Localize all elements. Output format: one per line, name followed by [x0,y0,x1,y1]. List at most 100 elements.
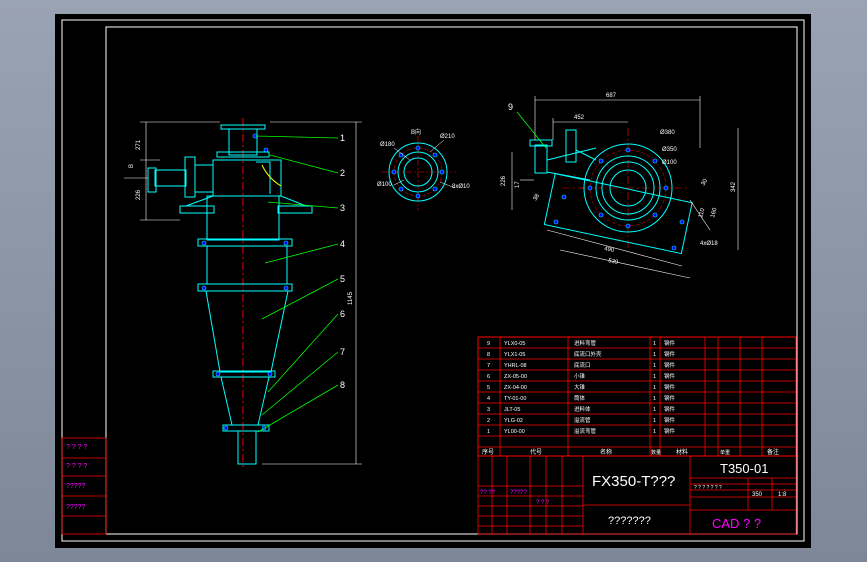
sig-left: ?? ?? [480,490,496,496]
parts-cell-qty: 1 [653,363,656,369]
drawing-number: T350-01 [720,461,768,476]
sig-right: ? ? ? [536,500,550,506]
parts-cell-no: 7 [487,363,490,369]
balloon-4[interactable]: 4 [340,239,345,249]
parts-cell-name: 筒体 [574,394,586,402]
parts-cell-qty: 1 [653,374,656,380]
parts-cell-qty: 1 [653,341,656,347]
flange-outer-dia: Ø210 [440,134,455,140]
parts-cell-mat: 钢件 [664,361,676,369]
parts-cell-mat: 钢件 [664,350,676,358]
parts-cell-name: 进料体 [574,405,591,413]
parts-cell-mat: 钢件 [664,383,676,391]
flange-view [382,136,456,210]
flange-inner-dia: Ø100 [377,182,392,188]
balloon-8[interactable]: 8 [340,380,345,390]
dim-middle-height: 226 [136,189,142,200]
parts-cell-mat: 钢件 [664,405,676,413]
plan-balloon-9[interactable]: 9 [508,102,513,112]
parts-cell-no: 3 [487,407,490,413]
title-block-text: FX350-T??? T350-01 ??????? CAD ? ? ? ? ?… [480,461,787,531]
drawing-title: FX350-T??? [592,473,675,490]
hdr-code: 代号 [530,448,542,456]
parts-cell-no: 4 [487,396,490,402]
parts-cell-name: 底流口外壳 [574,350,602,358]
sig-mid: ????? [510,490,527,496]
parts-cell-mat: 钢件 [664,339,676,347]
side-row-3: ????? [66,483,86,490]
title-block [477,455,797,535]
parts-table: 9 YLX0-05 进料弯管 1 钢件 8 YLX1-05 底流口外壳 1 钢件 7 YHRL-08 底… [477,336,797,457]
parts-cell-code: YL00-00 [504,429,525,435]
plan-inlet-offset: 452 [574,115,585,121]
plan-bottom1: 490 [604,246,616,254]
flange-labels: B向 Ø180 Ø210 Ø100 8xØ10 [377,128,470,190]
sheet-border-outer [61,19,805,542]
balloon-2[interactable]: 2 [340,168,345,178]
elevation-dimensions [124,121,362,465]
plan-left1: 226 [501,175,507,186]
cad-label: CAD ? ? [712,516,761,531]
plan-bottom2: 539 [608,258,620,266]
parts-cell-code: YLX1-05 [504,352,525,358]
parts-cell-name: 溢流弯管 [574,427,597,435]
plan-view [511,96,739,279]
plan-right2: 110 [698,207,706,218]
parts-cell-qty: 1 [653,407,656,413]
balloon-5[interactable]: 5 [340,274,345,284]
sheet-border-inner [105,26,798,535]
parts-cell-no: 8 [487,352,490,358]
hdr-mat: 材料 [676,448,688,456]
parts-cell-qty: 1 [653,418,656,424]
elevation-view [147,118,313,470]
dim-total-height: 1145 [348,291,354,305]
parts-cell-mat: 钢件 [664,394,676,402]
parts-cell-code: YHRL-08 [504,363,527,369]
elevation-bolts [201,133,289,431]
parts-cell-name: 进料弯管 [574,339,597,347]
mark-row: ? ? ? ? ? ? ? [694,485,722,491]
part-scale: 1:8 [778,492,787,498]
side-row-2: ? ? ? ? [66,463,88,470]
plan-right3: 160 [710,207,719,219]
parts-cell-qty: 1 [653,396,656,402]
parts-cell-qty: 1 [653,429,656,435]
side-row-1: ? ? ? ? [66,444,88,451]
parts-cell-mat: 钢件 [664,372,676,380]
hdr-name: 名称 [600,448,612,456]
hdr-note: 备注 [767,448,779,456]
parts-cell-no: 1 [487,429,490,435]
parts-cell-name: 小锥 [574,372,586,380]
plan-overall: 687 [606,93,617,99]
parts-cell-code: TY-01-00 [504,396,526,402]
plan-right1: 30 [701,178,710,187]
parts-cell-code: JLT-05 [504,407,520,413]
parts-cell-no: 5 [487,385,490,391]
plan-d1: Ø380 [660,130,675,136]
parts-cell-code: YLG-02 [504,418,523,424]
parts-cell-no: 9 [487,341,490,347]
plan-labels: 9 687 452 Ø380 Ø350 Ø100 226 17 38 30 11… [501,93,737,266]
elevation-leaders [255,135,339,433]
parts-cell-name: 溢流管 [574,416,591,424]
side-row-4: ????? [66,504,86,511]
balloon-7[interactable]: 7 [340,347,345,357]
drawing-sheet [55,14,811,548]
flange-top-label: B向 [411,128,421,136]
parts-cell-qty: 1 [653,385,656,391]
balloon-1[interactable]: 1 [340,133,345,143]
drawing-subtitle: ??????? [608,515,651,527]
parts-cell-mat: 钢件 [664,427,676,435]
parts-cell-name: 底流口 [574,361,591,369]
dim-left-label: B [129,164,135,168]
balloon-3[interactable]: 3 [340,203,345,213]
plan-left3: 38 [533,193,542,202]
plan-right4: 342 [731,181,737,192]
plan-d2: Ø350 [662,147,677,153]
parts-cell-qty: 1 [653,352,656,358]
balloon-6[interactable]: 6 [340,309,345,319]
parts-cell-code: YLX0-05 [504,341,525,347]
part-balloons: 1 2 3 4 5 6 7 8 [340,133,345,390]
